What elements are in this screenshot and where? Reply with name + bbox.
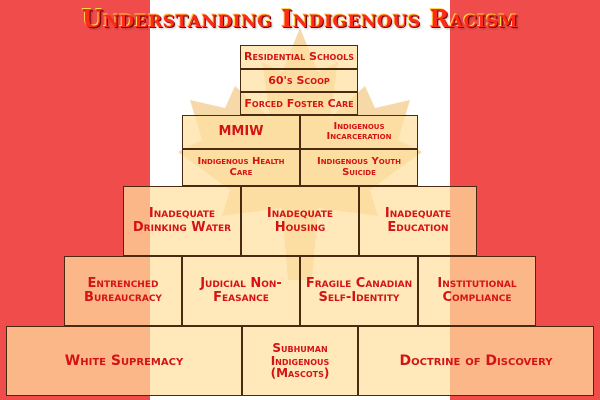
block-label: MMIW xyxy=(218,124,264,140)
block-inadequate-education: Inadequate Education xyxy=(359,186,477,256)
block-indigenous-health-care: Indigenous Health Care xyxy=(182,149,300,186)
block-label: Inadequate Drinking Water xyxy=(132,206,232,235)
block-label: Indigenous Health Care xyxy=(197,156,285,178)
block-label: Doctrine of Discovery xyxy=(399,352,553,369)
block-subhuman-indigenous-mascots: Subhuman Indigenous (Mascots) xyxy=(242,326,358,396)
block-fragile-canadian-self-identity: Fragile Canadian Self-Identity xyxy=(300,256,418,326)
block-inadequate-housing: Inadequate Housing xyxy=(241,186,359,256)
block-label: Institutional Compliance xyxy=(437,276,517,305)
block-label: White Supremacy xyxy=(64,352,184,369)
block-indigenous-youth-suicide: Indigenous Youth Suicide xyxy=(300,149,418,186)
block-label: Inadequate Housing xyxy=(266,206,334,235)
block-institutional-compliance: Institutional Compliance xyxy=(418,256,536,326)
block-doctrine-of-discovery: Doctrine of Discovery xyxy=(358,326,594,396)
block-label: Inadequate Education xyxy=(384,206,452,235)
block-label: Residential Schools xyxy=(244,50,354,64)
diagram-title: Understanding Indigenous Racism xyxy=(81,4,519,33)
block-mmiw: MMIW xyxy=(182,115,300,149)
block-label: Subhuman Indigenous (Mascots) xyxy=(270,341,330,381)
block-label: 60's Scoop xyxy=(268,73,330,87)
block-entrenched-bureaucracy: Entrenched Bureaucracy xyxy=(64,256,182,326)
block-60s-scoop: 60's Scoop xyxy=(240,69,358,92)
block-inadequate-drinking-water: Inadequate Drinking Water xyxy=(123,186,241,256)
block-residential-schools: Residential Schools xyxy=(240,45,358,69)
block-indigenous-incarceration: Indigenous Incarceration xyxy=(300,115,418,149)
block-label: Forced Foster Care xyxy=(244,96,354,110)
block-label: Indigenous Youth Suicide xyxy=(316,156,402,178)
block-forced-foster-care: Forced Foster Care xyxy=(240,92,358,115)
block-white-supremacy: White Supremacy xyxy=(6,326,242,396)
block-label: Indigenous Incarceration xyxy=(326,120,392,142)
block-label: Judicial Non-Feasance xyxy=(200,276,282,305)
block-judicial-non-feasance: Judicial Non-Feasance xyxy=(182,256,300,326)
block-label: Fragile Canadian Self-Identity xyxy=(305,276,413,305)
block-label: Entrenched Bureaucracy xyxy=(84,276,162,305)
